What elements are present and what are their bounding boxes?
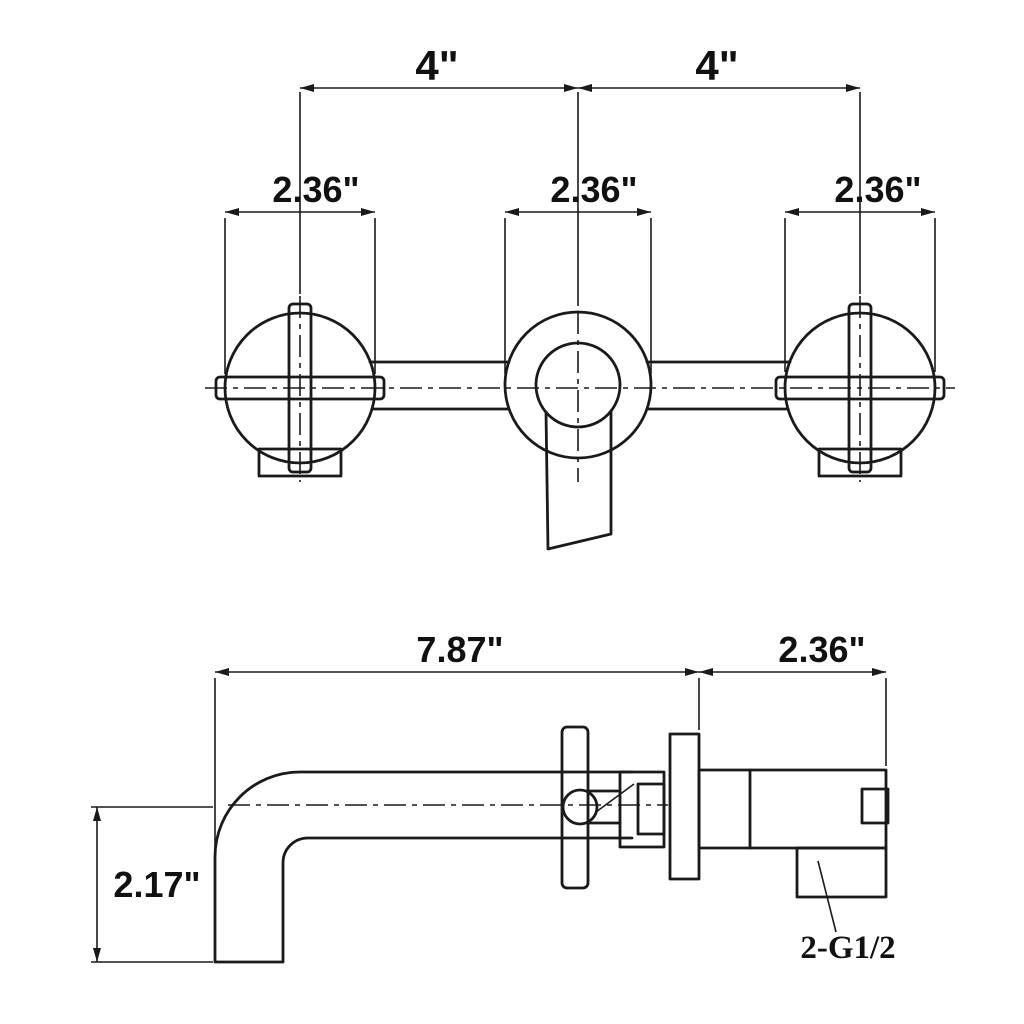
spout-escutcheon-circle bbox=[503, 310, 653, 460]
spout-side-outline bbox=[213, 770, 634, 964]
dim-label-spout-reach: 7.87" bbox=[416, 629, 503, 670]
right-handle-vertical-arm bbox=[847, 302, 873, 474]
center-spout bbox=[503, 310, 653, 551]
side-handle-hub bbox=[561, 788, 599, 826]
right-handle-base bbox=[817, 447, 903, 478]
spout-front-outline bbox=[544, 409, 613, 551]
body-right-port bbox=[860, 787, 890, 825]
mounting-bar bbox=[368, 360, 792, 411]
dim-label-escutcheon-right: 2.36" bbox=[834, 169, 921, 210]
dim-label-body-depth: 2.36" bbox=[778, 629, 865, 670]
valve-inner-detail bbox=[636, 782, 666, 836]
dim-label-spacing-left: 4" bbox=[415, 42, 458, 89]
side-escutcheon bbox=[668, 732, 701, 881]
left-escutcheon-circle bbox=[223, 311, 377, 465]
left-handle-base bbox=[257, 447, 343, 478]
side-handle-stem bbox=[586, 789, 622, 825]
dim-label-spacing-right: 4" bbox=[695, 42, 738, 89]
body-inlet-boss bbox=[795, 846, 888, 899]
front-view: 4" 4" 2.36" 2.36" 2.36" bbox=[205, 42, 955, 551]
left-handle-horizontal-arm bbox=[214, 375, 386, 401]
side-dimension-lines bbox=[91, 671, 887, 963]
left-handle-vertical-arm bbox=[287, 302, 313, 474]
in-wall-body bbox=[697, 768, 890, 899]
body-main bbox=[697, 768, 888, 850]
side-dimension-arrows bbox=[93, 668, 886, 962]
side-dimensions: 7.87" 2.36" 2.17" 2-G1/2 bbox=[91, 629, 896, 966]
front-dimensions: 4" 4" 2.36" 2.36" 2.36" bbox=[224, 42, 936, 374]
right-escutcheon-circle bbox=[783, 311, 937, 465]
left-handle bbox=[214, 302, 386, 478]
valve-cartridge bbox=[618, 770, 666, 849]
inlet-leader-line bbox=[817, 860, 837, 933]
side-view: 7.87" 2.36" 2.17" 2-G1/2 bbox=[91, 629, 896, 966]
front-centerlines bbox=[205, 296, 955, 482]
inlet-thread-label: 2-G1/2 bbox=[800, 930, 895, 966]
right-handle-horizontal-arm bbox=[774, 375, 946, 401]
dim-label-spout-drop: 2.17" bbox=[113, 864, 200, 905]
right-handle bbox=[774, 302, 946, 478]
side-handle bbox=[560, 725, 635, 890]
dim-label-escutcheon-left: 2.36" bbox=[272, 169, 359, 210]
side-handle-bar bbox=[560, 725, 590, 890]
dim-label-escutcheon-center: 2.36" bbox=[550, 169, 637, 210]
side-handle-lever-line bbox=[595, 783, 635, 813]
spout-base-circle bbox=[534, 341, 622, 429]
front-dimension-lines bbox=[224, 87, 936, 374]
